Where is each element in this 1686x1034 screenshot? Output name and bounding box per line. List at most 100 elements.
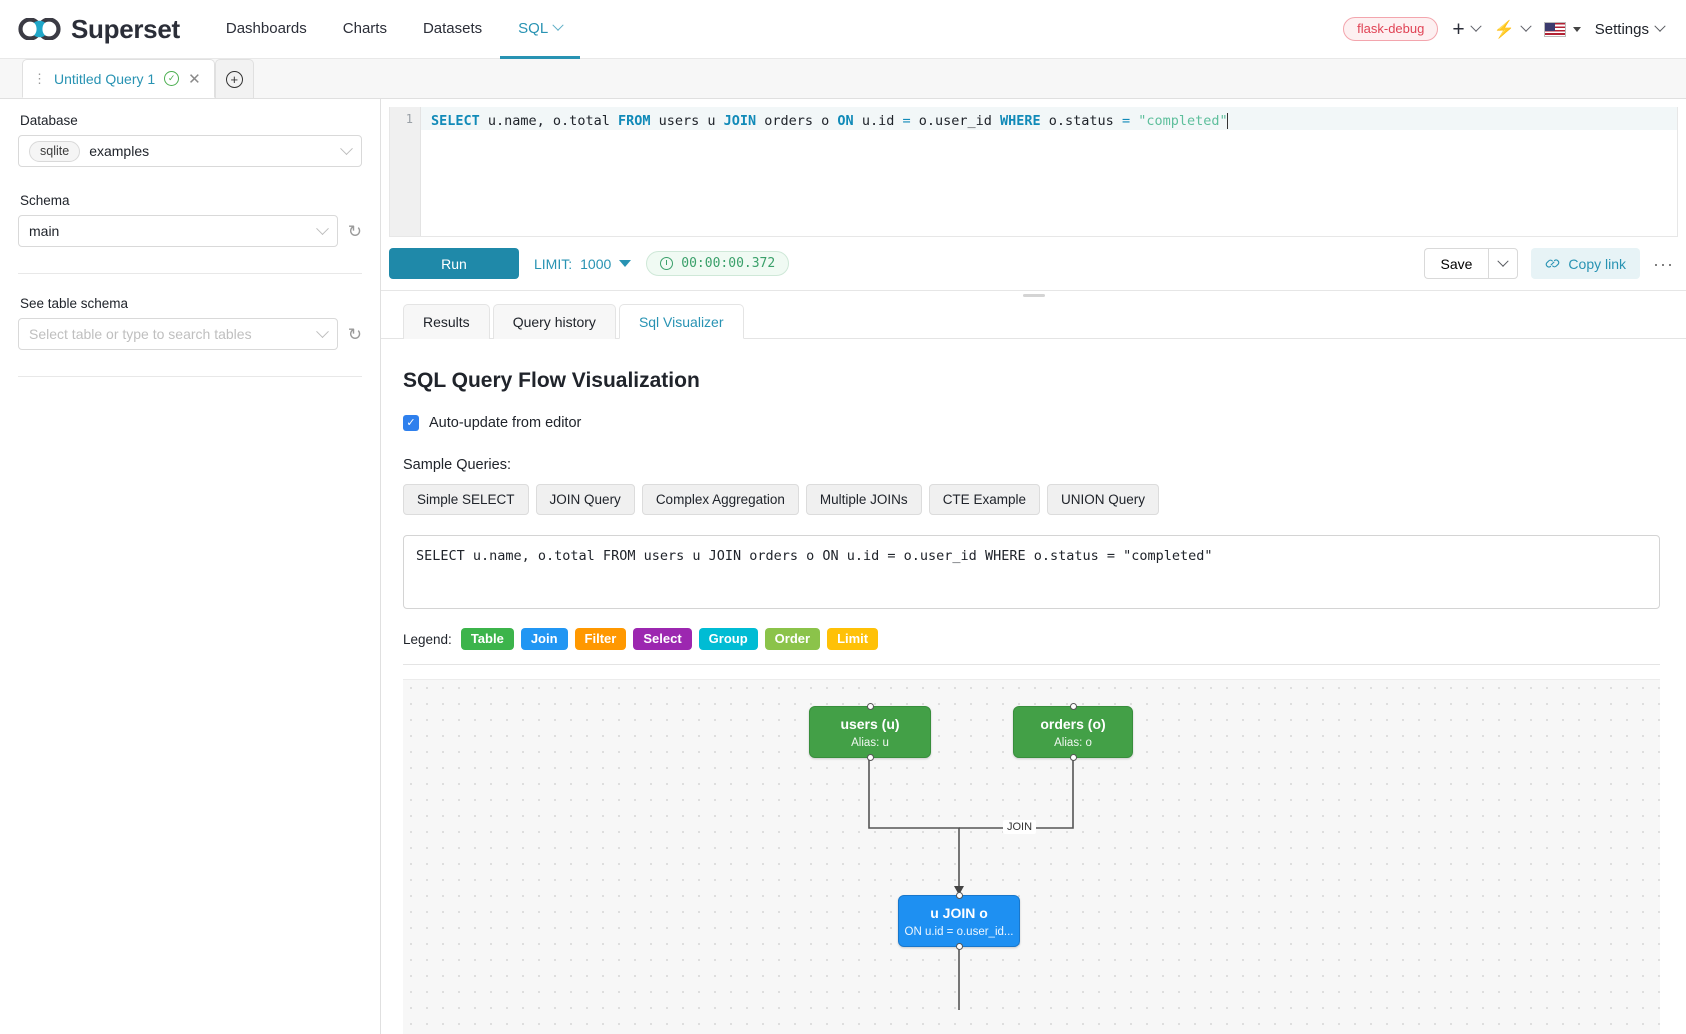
close-icon[interactable]: ✕ — [188, 70, 201, 88]
chevron-down-icon — [315, 324, 329, 338]
tab-results[interactable]: Results — [403, 304, 490, 339]
query-timer: 00:00:00.372 — [646, 251, 790, 276]
tab-query-history[interactable]: Query history — [492, 304, 616, 339]
visualizer-sql-textarea[interactable] — [403, 535, 1660, 609]
panel-resize-handle[interactable] — [381, 291, 1686, 300]
legend-badge-group: Group — [698, 628, 758, 650]
panel-divider-2 — [18, 376, 362, 377]
refresh-tables-icon[interactable]: ↻ — [347, 324, 362, 344]
results-tab-bar: Results Query history Sql Visualizer — [381, 300, 1686, 339]
add-query-tab-button[interactable]: + — [214, 59, 254, 98]
node-port-top — [1069, 703, 1077, 710]
brand-logo[interactable]: Superset — [18, 0, 208, 58]
chevron-down-icon — [1520, 20, 1532, 32]
left-query-panel: Database sqlite examples Schema main ↻ S… — [0, 99, 381, 1034]
language-selector[interactable] — [1543, 21, 1581, 37]
plus-icon: + — [1452, 17, 1465, 41]
limit-prefix: LIMIT: — [534, 255, 573, 272]
schema-select[interactable]: main — [18, 215, 338, 247]
more-options-icon[interactable]: ··· — [1653, 253, 1674, 274]
table-schema-label: See table schema — [20, 296, 129, 311]
chevron-down-icon — [340, 141, 353, 155]
sql-visualizer-panel: SQL Query Flow Visualization ✓ Auto-upda… — [381, 339, 1686, 1034]
token-on: ON — [837, 113, 854, 129]
copy-link-button[interactable]: Copy link — [1531, 248, 1641, 279]
database-select[interactable]: sqlite examples — [18, 135, 362, 167]
plus-circle-icon: + — [225, 70, 243, 88]
checkmark-icon: ✓ — [406, 416, 416, 429]
query-tab-untitled-query-1[interactable]: ⋮ Untitled Query 1 ✓ ✕ — [22, 59, 215, 98]
new-item-button[interactable]: + — [1452, 17, 1482, 41]
chevron-down-icon — [552, 19, 564, 31]
sample-query-multiple-joins[interactable]: Multiple JOINs — [805, 484, 922, 515]
sql-editor[interactable]: 1 SELECT u.name, o.total FROM users u JO… — [389, 107, 1678, 237]
flow-node-users[interactable]: users (u) Alias: u — [809, 703, 931, 761]
check-circle-icon: ✓ — [164, 71, 180, 86]
schema-label: Schema — [20, 193, 70, 208]
legend-badge-limit: Limit — [827, 628, 879, 650]
token-completed: "completed" — [1138, 113, 1228, 129]
node-port-bottom — [866, 754, 874, 761]
flow-node-join[interactable]: u JOIN o ON u.id = o.user_id... — [898, 892, 1020, 950]
toolbar-right-actions: Save Copy link ··· — [1423, 248, 1675, 279]
query-tab-label: Untitled Query 1 — [54, 70, 156, 87]
timer-value: 00:00:00.372 — [681, 256, 776, 271]
node-subtitle: Alias: o — [1054, 736, 1092, 749]
tab-sql-visualizer[interactable]: Sql Visualizer — [618, 304, 744, 339]
sample-query-union-query[interactable]: UNION Query — [1046, 484, 1159, 515]
node-port-bottom — [1069, 754, 1077, 761]
refresh-schema-icon[interactable]: ↻ — [347, 221, 362, 241]
nav-label: Dashboards — [225, 19, 307, 37]
legend-row: Legend: Table Join Filter Select Group O… — [403, 628, 1660, 650]
settings-menu[interactable]: Settings — [1595, 20, 1666, 38]
token-userid: o.user_id — [910, 113, 1001, 129]
database-engine-pill: sqlite — [29, 140, 81, 162]
sample-queries-label: Sample Queries: — [403, 457, 511, 473]
run-button[interactable]: Run — [389, 248, 519, 279]
nav-label: Charts — [342, 19, 387, 37]
legend-badge-table: Table — [460, 628, 514, 650]
nav-item-charts[interactable]: Charts — [325, 0, 405, 59]
flow-canvas[interactable]: users (u) Alias: u orders (o) Alias: o J… — [403, 679, 1660, 1034]
sample-query-complex-aggregation[interactable]: Complex Aggregation — [641, 484, 799, 515]
save-button[interactable]: Save — [1423, 248, 1489, 279]
nav-item-dashboards[interactable]: Dashboards — [208, 0, 325, 59]
sample-query-join-query[interactable]: JOIN Query — [535, 484, 635, 515]
auto-update-checkbox[interactable]: ✓ — [403, 415, 419, 431]
drag-grip-icon[interactable]: ⋮ — [33, 70, 46, 86]
edge-label-join: JOIN — [1003, 820, 1037, 834]
legend-badge-filter: Filter — [574, 628, 627, 650]
quick-actions-button[interactable]: ⚡ — [1494, 20, 1532, 38]
sample-query-cte-example[interactable]: CTE Example — [928, 484, 1040, 515]
body-wrapper: Database sqlite examples Schema main ↻ S… — [0, 99, 1686, 1034]
node-subtitle: Alias: u — [851, 736, 889, 749]
database-label: Database — [20, 113, 78, 128]
node-title: u JOIN o — [930, 904, 988, 921]
clock-icon — [660, 257, 674, 270]
nav-item-datasets[interactable]: Datasets — [405, 0, 500, 59]
node-subtitle: ON u.id = o.user_id... — [904, 925, 1014, 938]
save-dropdown-button[interactable] — [1488, 248, 1519, 279]
visualizer-title: SQL Query Flow Visualization — [403, 369, 700, 392]
editor-empty-area[interactable] — [421, 130, 1677, 236]
chevron-down-icon — [1654, 20, 1666, 32]
right-editor-panel: 1 SELECT u.name, o.total FROM users u JO… — [381, 99, 1686, 1034]
schema-value: main — [29, 223, 60, 239]
nav-item-sql[interactable]: SQL — [500, 0, 581, 59]
sample-query-simple-select[interactable]: Simple SELECT — [403, 484, 529, 515]
legend-label: Legend: — [403, 631, 452, 647]
text-cursor — [1226, 113, 1236, 129]
node-port-top — [955, 892, 963, 899]
token-cols: u.name, o.total — [479, 113, 618, 129]
node-title: orders (o) — [1040, 715, 1106, 732]
editor-line-number: 1 — [405, 112, 413, 126]
limit-dropdown[interactable]: LIMIT: 1000 — [534, 255, 632, 272]
flow-node-orders[interactable]: orders (o) Alias: o — [1013, 703, 1133, 761]
sample-queries-row: Simple SELECT JOIN Query Complex Aggrega… — [403, 484, 1660, 515]
node-port-bottom — [955, 943, 963, 950]
nav-label: SQL — [518, 19, 549, 37]
caret-down-icon — [619, 260, 632, 267]
table-select[interactable]: Select table or type to search tables — [18, 318, 338, 350]
token-join: JOIN — [723, 113, 757, 129]
top-navbar: Superset Dashboards Charts Datasets SQL … — [0, 0, 1686, 59]
